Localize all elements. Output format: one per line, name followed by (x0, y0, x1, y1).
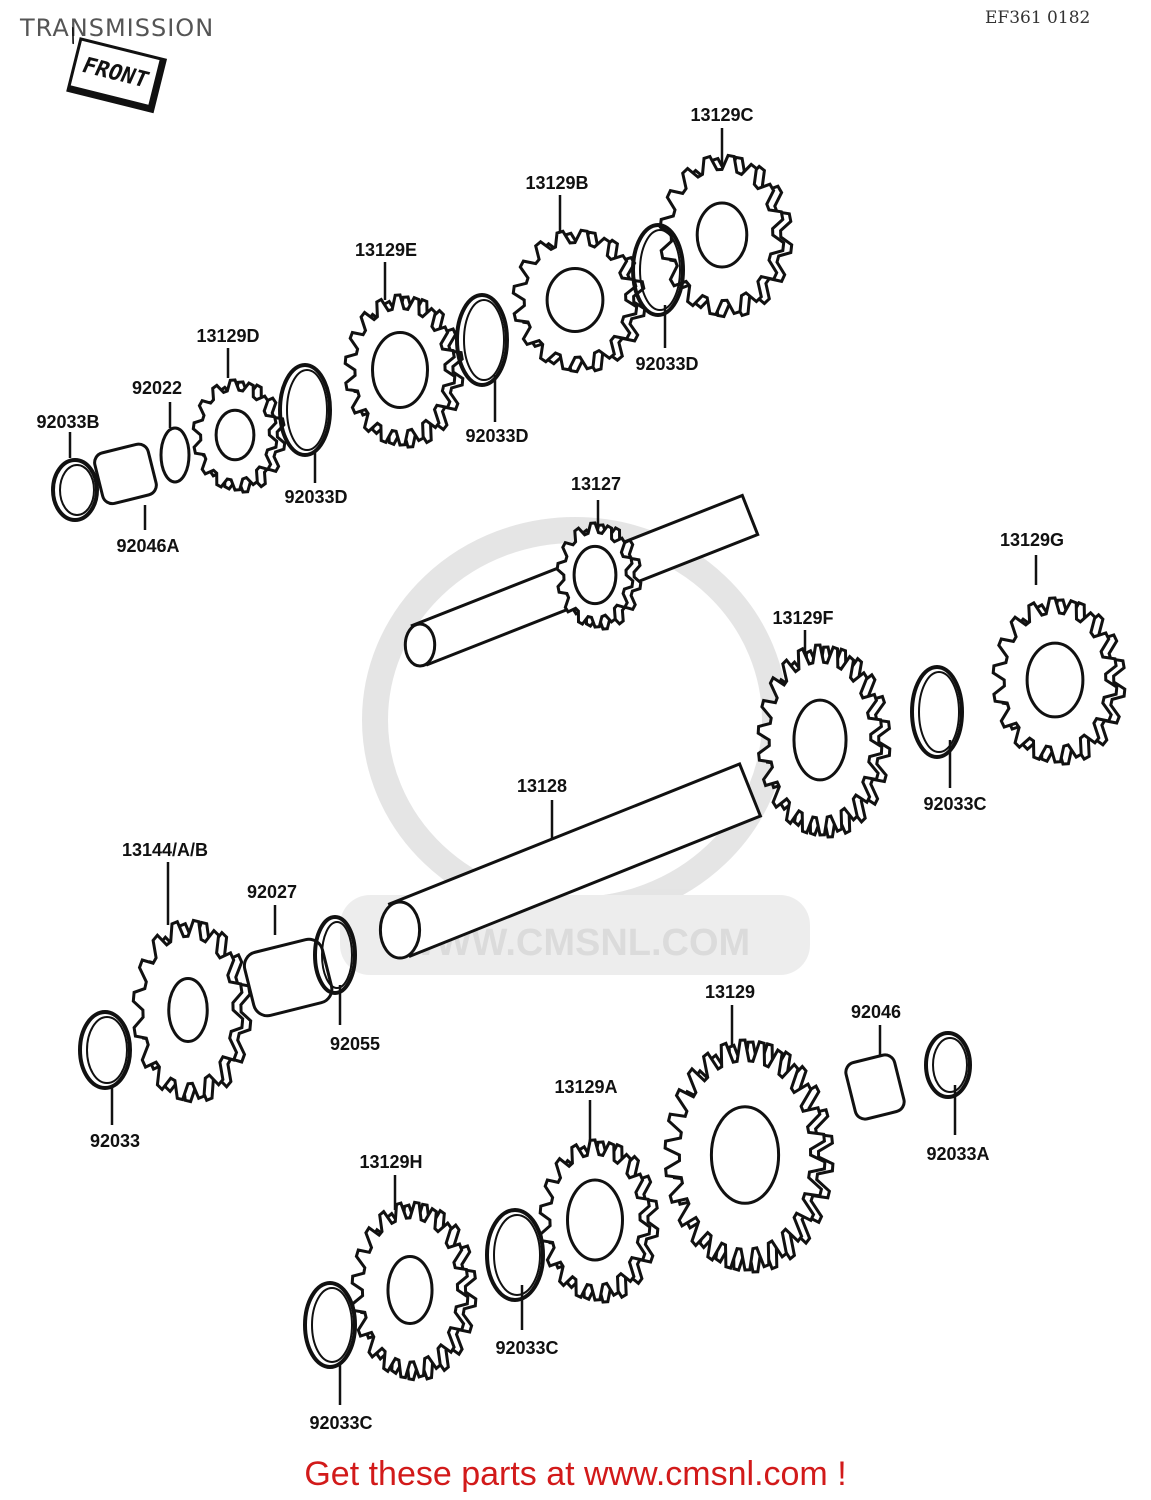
part-label: 92033C (923, 794, 986, 814)
gear-13127-integral-bore (572, 544, 618, 606)
part-label: 92033D (284, 487, 347, 507)
gear-13129e-bore (371, 331, 429, 409)
part-label: 92033B (36, 412, 99, 432)
circlip-92033a (924, 1031, 972, 1099)
part-label: 13129G (1000, 530, 1064, 550)
part-label: 92033D (635, 354, 698, 374)
gear-13129f-bore (792, 698, 848, 782)
part-label: 92033 (90, 1131, 140, 1151)
gear-13129c-bore (695, 201, 749, 269)
bearing-92046a (93, 442, 158, 506)
page-title: TRANSMISSION (20, 14, 215, 42)
part-label: 13128 (517, 776, 567, 796)
part-label: 13129 (705, 982, 755, 1002)
part-label: 13129H (359, 1152, 422, 1172)
oring-92055 (313, 915, 357, 995)
circlip-92033b (51, 458, 99, 522)
circlip-92033-inner (86, 1016, 128, 1084)
shaft-13128-end (378, 900, 422, 960)
part-label: 13129B (525, 173, 588, 193)
circlip-92033d-a (631, 223, 685, 317)
gear-13129d-bore (214, 408, 256, 462)
part-label: 92022 (132, 378, 182, 398)
part-label: 13129F (772, 608, 833, 628)
circlip-92033d-c (278, 363, 332, 457)
part-labels: 13129C 13129B 13129E 13129D 92022 92033B… (36, 105, 1064, 1433)
part-label: 92046 (851, 1002, 901, 1022)
circlip-92033d-a-inner (639, 229, 681, 311)
oring-92055-inner (321, 921, 353, 989)
gear-13129-bore (709, 1105, 781, 1205)
circlip-92033a-inner (932, 1037, 968, 1093)
parts-layer (51, 153, 1127, 1382)
part-label: 92033A (926, 1144, 989, 1164)
footer-link-text[interactable]: Get these parts at www.cmsnl.com ! (304, 1455, 847, 1493)
circlip-92033 (78, 1010, 132, 1090)
circlip-92033c-a (910, 665, 964, 759)
gear-13129a-bore (566, 1178, 624, 1262)
gear-13129g-bore (1025, 641, 1085, 719)
gear-13129b-bore (545, 267, 605, 333)
part-label: 13127 (571, 474, 621, 494)
gear-13129h-bore (386, 1255, 434, 1325)
bearing-92046 (844, 1053, 906, 1121)
washer-92022 (159, 426, 191, 484)
shaft-13127-end (403, 622, 437, 668)
circlip-92033d-b (455, 293, 509, 387)
collar-92027 (242, 937, 334, 1018)
part-label: 13129A (554, 1077, 617, 1097)
part-label: 13129D (196, 326, 259, 346)
part-label: 92055 (330, 1034, 380, 1054)
circlip-92033c-c-inner (311, 1287, 353, 1363)
circlip-92033d-b-inner (463, 299, 505, 381)
circlip-92033c-a-inner (918, 671, 960, 753)
part-label: 13129C (690, 105, 753, 125)
part-label: 13129E (355, 240, 417, 260)
part-label: 92027 (247, 882, 297, 902)
circlip-92033d-c-inner (286, 369, 328, 451)
sprocket-13144-bore (167, 977, 209, 1043)
part-label: 13144/A/B (122, 840, 208, 860)
part-label: 92046A (116, 536, 179, 556)
part-label: 92033D (465, 426, 528, 446)
exploded-parts-diagram: WWW.CMSNL.COM 13129C 13129B 131 (36, 105, 1127, 1433)
part-label: 92033C (309, 1413, 372, 1433)
circlip-92033c-b (485, 1208, 545, 1302)
part-label: 92033C (495, 1338, 558, 1358)
drawing-reference-code: EF361 0182 (985, 8, 1091, 28)
circlip-92033c-c (303, 1281, 357, 1369)
circlip-92033b-inner (59, 464, 95, 516)
circlip-92033c-b-inner (493, 1214, 541, 1296)
